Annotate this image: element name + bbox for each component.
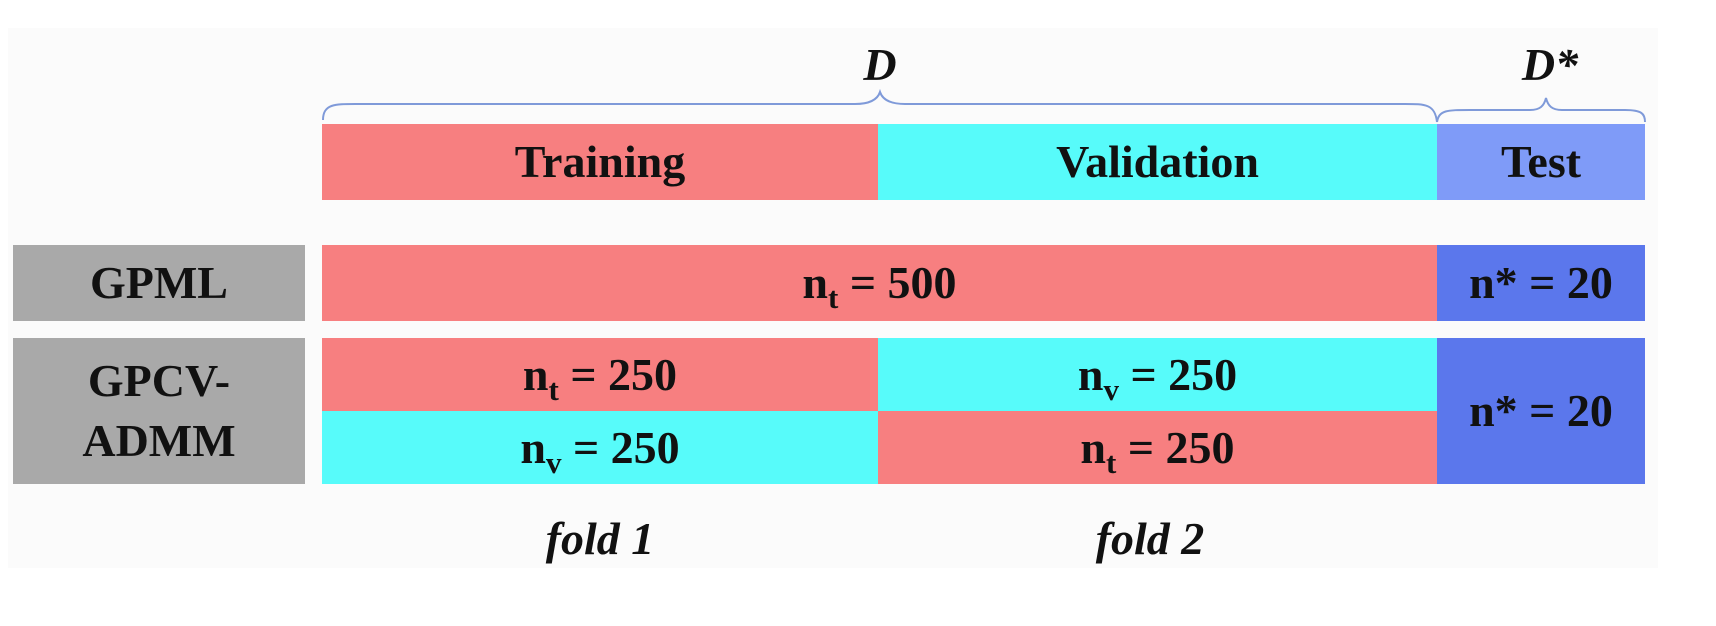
header-test: Test <box>1437 124 1645 200</box>
gpcv-admm-label-box: GPCV- ADMM <box>13 338 305 484</box>
gpcv-fold-row1-right: nv = 250 <box>878 338 1437 411</box>
brace-d-star <box>1436 97 1646 123</box>
gpml-training-size: nt = 500 <box>802 257 957 315</box>
gpcv-test-block: n* = 20 <box>1437 338 1645 484</box>
gpcv-admm-label-line1: GPCV- <box>87 355 231 406</box>
d-star-label: D* <box>1521 39 1579 90</box>
gpml-label-box: GPML <box>13 245 305 321</box>
d-label: D <box>863 39 897 90</box>
gpcv-fold-row2-right-size: nt = 250 <box>1080 421 1235 480</box>
gpcv-test-size: n* = 20 <box>1469 385 1613 436</box>
gpml-label: GPML <box>90 257 228 308</box>
gpcv-admm-label-line2: ADMM <box>82 415 236 466</box>
header-validation-label: Validation <box>1056 136 1259 187</box>
gpml-training-block: nt = 500 <box>322 245 1437 321</box>
gpcv-fold-row2-left-size: nv = 250 <box>520 421 680 480</box>
header-training-label: Training <box>514 136 686 187</box>
fold1-label: fold 1 <box>545 513 655 564</box>
gpcv-fold-row2-left: nv = 250 <box>322 411 878 484</box>
fold2-label: fold 2 <box>1095 513 1205 564</box>
gpcv-fold-row1-right-size: nv = 250 <box>1077 348 1238 407</box>
header-test-label: Test <box>1500 136 1582 187</box>
gpcv-fold-row1-left: nt = 250 <box>322 338 878 411</box>
gpcv-fold-row2-right: nt = 250 <box>878 411 1437 484</box>
gpcv-fold-row1-left-size: nt = 250 <box>522 348 678 407</box>
gpml-test-block: n* = 20 <box>1437 245 1645 321</box>
brace-d <box>322 88 1438 123</box>
header-validation: Validation <box>878 124 1437 200</box>
header-training: Training <box>322 124 878 200</box>
gpml-test-size: n* = 20 <box>1469 257 1613 308</box>
